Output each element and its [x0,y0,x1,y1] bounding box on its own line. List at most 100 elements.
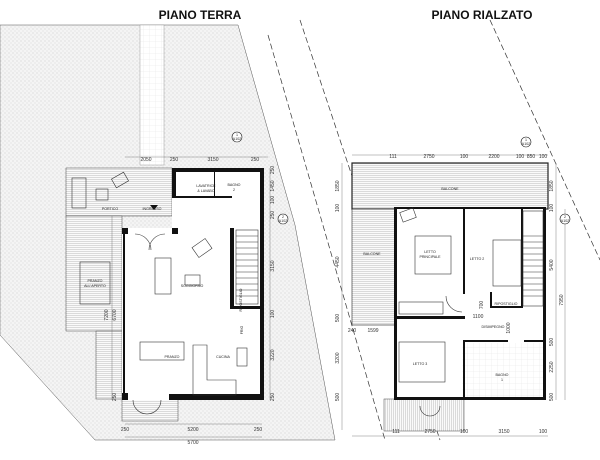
dim: 500 [549,338,555,347]
room-portico: PORTICO [102,207,119,211]
dim: 700 [479,301,485,310]
section-sheet: A102 [561,219,569,223]
rear-balcony [383,398,465,432]
dim: 500 [335,314,341,323]
dim: 250 [270,166,276,175]
bed-2 [492,239,522,287]
armchair [399,207,417,223]
entrance-arrow-icon [150,205,158,210]
dim: 100 [460,154,469,160]
outdoor-table [79,261,111,305]
dim: 100 [516,154,525,160]
dim: 3150 [498,429,509,435]
room-letto-principale: LETTO [424,250,436,254]
staircase [522,210,544,307]
dim: 3150 [207,157,218,163]
room-bagno-2: BAGNO [228,183,241,187]
raised-floor-plan: BALCONE BALCONE LETTO PRINCIPALE LETTO 2… [267,19,600,441]
balcony-left [351,208,396,326]
section-sheet: A102 [522,142,530,146]
section-number: 1 [525,138,527,142]
dim: 250 [270,211,276,220]
room-ripostiglio: RIPOSTIGLIO [495,302,518,306]
balcony-door[interactable] [419,405,441,417]
dim: 5400 [549,259,555,270]
room-letto-principale-2: PRINCIPALE [419,255,441,259]
dim: 250 [270,393,276,402]
raised-floor-title: PIANO RIALZATO [432,8,533,22]
dim: 100 [539,429,548,435]
dim: 3200 [335,352,341,363]
room-ingresso: INGRESSO [143,207,162,211]
room-cucina: CUCINA [216,355,230,359]
side-deck [95,330,123,400]
door[interactable] [445,295,463,313]
room-lavatrice: LAVATRICE [196,184,216,188]
table [95,188,109,201]
dim: 1100 [473,314,484,320]
dim: 100 [549,204,555,213]
room-bagno-1-num: 1 [501,378,503,382]
armchair [111,171,129,189]
room-pranzo-aperto: PRANZO [88,279,103,283]
room-balcone-top: BALCONE [441,187,459,191]
section-marker: 1 A102 2 A102 [231,131,289,225]
dim: 250 [254,427,263,433]
dim: 100 [335,204,341,213]
dim: 250 [251,157,260,163]
ground-floor-title: PIANO TERRA [159,8,242,22]
sofa [71,177,87,209]
garden-path [139,24,165,166]
dim: 111 [392,429,400,435]
section-number: 1 [236,133,238,137]
dim: 3220 [270,349,276,360]
dim: 6700 [112,309,118,320]
dim: 100 [539,154,548,160]
dim: 5700 [187,440,198,446]
dim: 2050 [140,157,151,163]
dim: 7950 [559,294,565,305]
dim: 100 [460,429,469,435]
dim: 2200 [488,154,499,160]
dim: 1850 [335,180,341,191]
staircase [235,229,259,305]
balcony-top [351,162,549,210]
room-letto-3: LETTO 3 [413,362,428,366]
section-number: 2 [282,215,284,219]
dim: 4450 [335,256,341,267]
dim: 1599 [367,328,378,334]
dining-table [139,341,185,361]
kitchen-counter [192,344,237,396]
living-armchair [191,238,213,258]
room-lavabo: & LAVABO [197,189,214,193]
dim: 1000 [506,322,512,333]
section-sheet: A102 [279,219,287,223]
ground-floor-plan: PORTICO INGRESSO LAVATRICE & LAVABO BAGN… [0,24,336,446]
room-bagno-2-num: 2 [233,188,235,192]
master-bed [414,235,452,275]
dim: 250 [170,157,179,163]
dim: 2250 [549,361,555,372]
rear-step [121,398,179,422]
dim: 500 [335,393,341,402]
bathroom-tiles [462,343,544,399]
rear-door[interactable] [132,399,162,415]
room-letto-2: LETTO 2 [470,257,485,261]
room-bagno-1: BAGNO [496,373,509,377]
dim: 100 [270,196,276,205]
room-pranzo: PRANZO [165,355,180,359]
dim: 1850 [549,180,555,191]
dim: 100 [270,310,276,319]
room-balcone-left: BALCONE [363,252,381,256]
section-marker: 1 A102 2 A102 [520,136,571,225]
dim: 3150 [270,260,276,271]
entrance-door[interactable] [134,233,166,251]
dim: 7200 [104,309,110,320]
dim: 250 [121,427,130,433]
room-disimpegno: DISIMPEGNO [482,325,505,329]
dim: 5200 [187,427,198,433]
dim: 240 [348,328,357,334]
cooktop [236,347,248,367]
dim: 2750 [424,429,435,435]
